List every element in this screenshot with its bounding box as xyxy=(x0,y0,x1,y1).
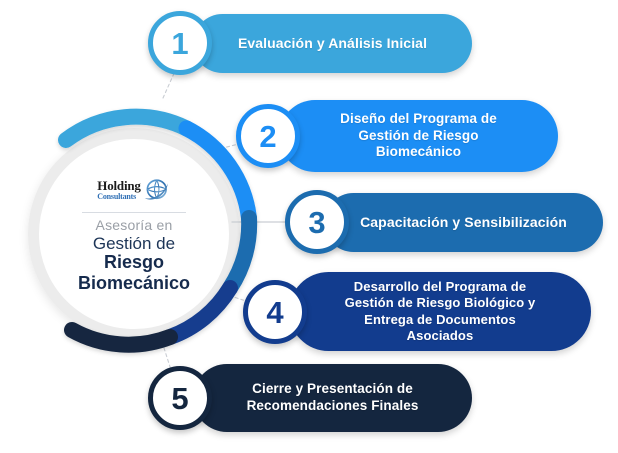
company-logo: Holding Consultants xyxy=(97,175,170,205)
step-3-label: Capacitación y Sensibilización xyxy=(360,213,567,230)
arc-segment-2 xyxy=(178,120,257,226)
step-4-label: Desarrollo del Programa de Gestión de Ri… xyxy=(344,279,536,343)
step-1-label: Evaluación y Análisis Inicial xyxy=(237,34,428,51)
step-5-bar[interactable]: Cierre y Presentación de Recomendaciones… xyxy=(193,364,472,432)
step-4-number: 4 xyxy=(266,294,284,330)
arc-segments xyxy=(58,108,258,353)
center-line-3: Riesgo xyxy=(103,252,164,273)
logo-wordmark: Holding Consultants xyxy=(97,177,141,201)
center-hub-content: Holding Consultants Ases xyxy=(46,146,222,322)
step-5-label: Cierre y Presentación de Recomendaciones… xyxy=(246,381,419,413)
step-3-bar[interactable]: Capacitación y Sensibilización xyxy=(324,193,603,252)
connector-step-1 xyxy=(162,59,181,99)
step-2-number-badge[interactable]: 2 xyxy=(236,104,300,168)
globe-swoosh-icon xyxy=(144,179,168,200)
logo-divider xyxy=(82,211,186,213)
step-2-label: Diseño del Programa de Gestión de Riesgo… xyxy=(340,110,497,160)
center-hub-ring xyxy=(28,128,240,340)
arc-segment-1 xyxy=(58,108,195,148)
step-1-number-badge[interactable]: 1 xyxy=(148,11,212,75)
center-line-4: Biomecánico xyxy=(77,272,191,293)
arc-segment-3 xyxy=(222,210,258,296)
step-5-number-badge[interactable]: 5 xyxy=(148,366,212,430)
step-3-number: 3 xyxy=(308,204,326,240)
step-4-bar[interactable]: Desarrollo del Programa de Gestión de Ri… xyxy=(289,272,591,351)
logo-sub-text: Consultants xyxy=(97,191,136,201)
step-3-number-badge[interactable]: 3 xyxy=(285,190,349,254)
logo-brand-text: Holding xyxy=(97,177,141,193)
arc-segment-5 xyxy=(64,322,178,353)
step-1-number: 1 xyxy=(171,25,189,61)
step-5-number: 5 xyxy=(171,380,189,416)
step-2-number: 2 xyxy=(259,118,277,154)
center-line-2: Gestión de xyxy=(92,233,176,253)
center-line-1: Asesoría en xyxy=(95,216,173,233)
step-1-bar[interactable]: Evaluación y Análisis Inicial xyxy=(193,14,472,73)
step-4-number-badge[interactable]: 4 xyxy=(243,280,307,344)
step-2-bar[interactable]: Diseño del Programa de Gestión de Riesgo… xyxy=(279,100,558,172)
